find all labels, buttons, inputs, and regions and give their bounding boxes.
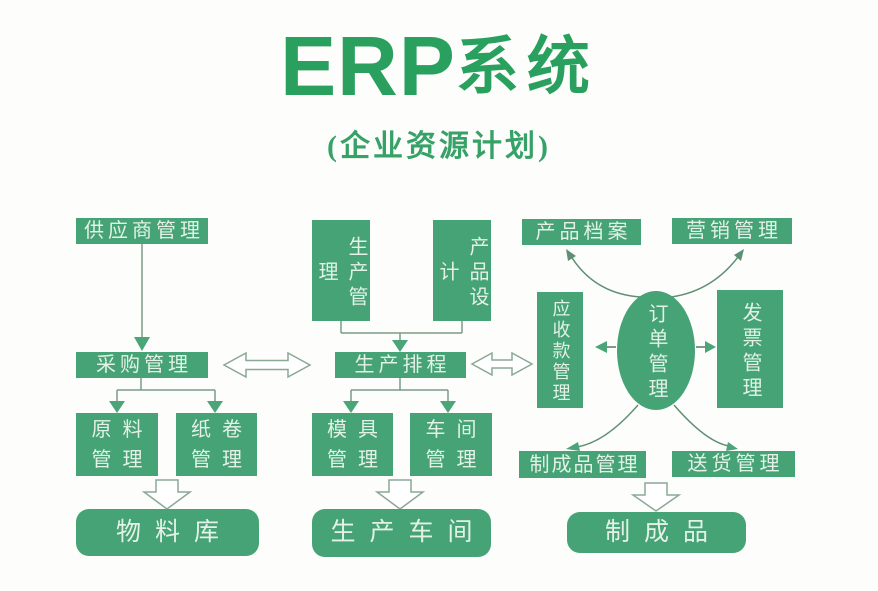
curve-order-to-finished-goods-mgmt [566, 404, 639, 451]
title-latin: ERP [280, 19, 456, 113]
double-arrow-scheduling-receivables [470, 351, 534, 377]
page-subtitle: (企业资源计划) [327, 130, 551, 163]
node-delivery-management: 送货管理 [672, 451, 795, 477]
node-marketing-management: 营销管理 [672, 218, 792, 244]
join-production-design-to-scheduling [340, 321, 463, 352]
page-title: ERP系统 [0, 24, 878, 108]
node-invoice-management: 发票管理 [717, 290, 783, 408]
node-production-workshop: 生产车间 [312, 509, 491, 557]
block-arrow-to-production-workshop [374, 479, 426, 510]
node-production-management: 生产管理 [312, 220, 370, 321]
title-block: ERP系统 (企业资源计划) [0, 24, 878, 165]
node-production-scheduling: 生产排程 [335, 352, 466, 378]
curve-order-to-product-archive [566, 249, 642, 298]
node-workshop-management: 车间管理 [410, 413, 492, 476]
block-arrow-to-material-warehouse [141, 479, 193, 510]
node-finished-goods: 制成品 [567, 512, 746, 553]
node-paper-roll-management: 纸卷管理 [176, 413, 257, 476]
arrow-supplier-to-purchasing [134, 244, 150, 351]
block-arrow-to-finished-goods [630, 482, 682, 512]
node-finished-goods-management: 制成品管理 [519, 451, 646, 478]
node-product-archive: 产品档案 [522, 219, 641, 245]
node-product-design: 产品设计 [433, 220, 491, 321]
fork-purchasing-to-children [109, 378, 223, 413]
double-arrow-purchasing-scheduling [222, 351, 312, 379]
arrow-order-to-invoice [696, 341, 716, 353]
node-order-management: 订单管理 [617, 291, 695, 410]
node-raw-material-management: 原料管理 [76, 413, 158, 476]
node-receivables-management: 应收款管理 [537, 292, 583, 408]
fork-scheduling-to-children [343, 378, 456, 413]
node-material-warehouse: 物料库 [76, 509, 259, 556]
curve-order-to-marketing [670, 249, 744, 298]
node-purchasing-management: 采购管理 [76, 352, 208, 378]
node-mold-management: 模具管理 [312, 413, 393, 476]
node-supplier-management: 供应商管理 [76, 218, 208, 244]
title-cjk: 系统 [455, 32, 598, 102]
curve-order-to-delivery [673, 404, 738, 451]
arrow-order-to-receivables [595, 341, 616, 353]
